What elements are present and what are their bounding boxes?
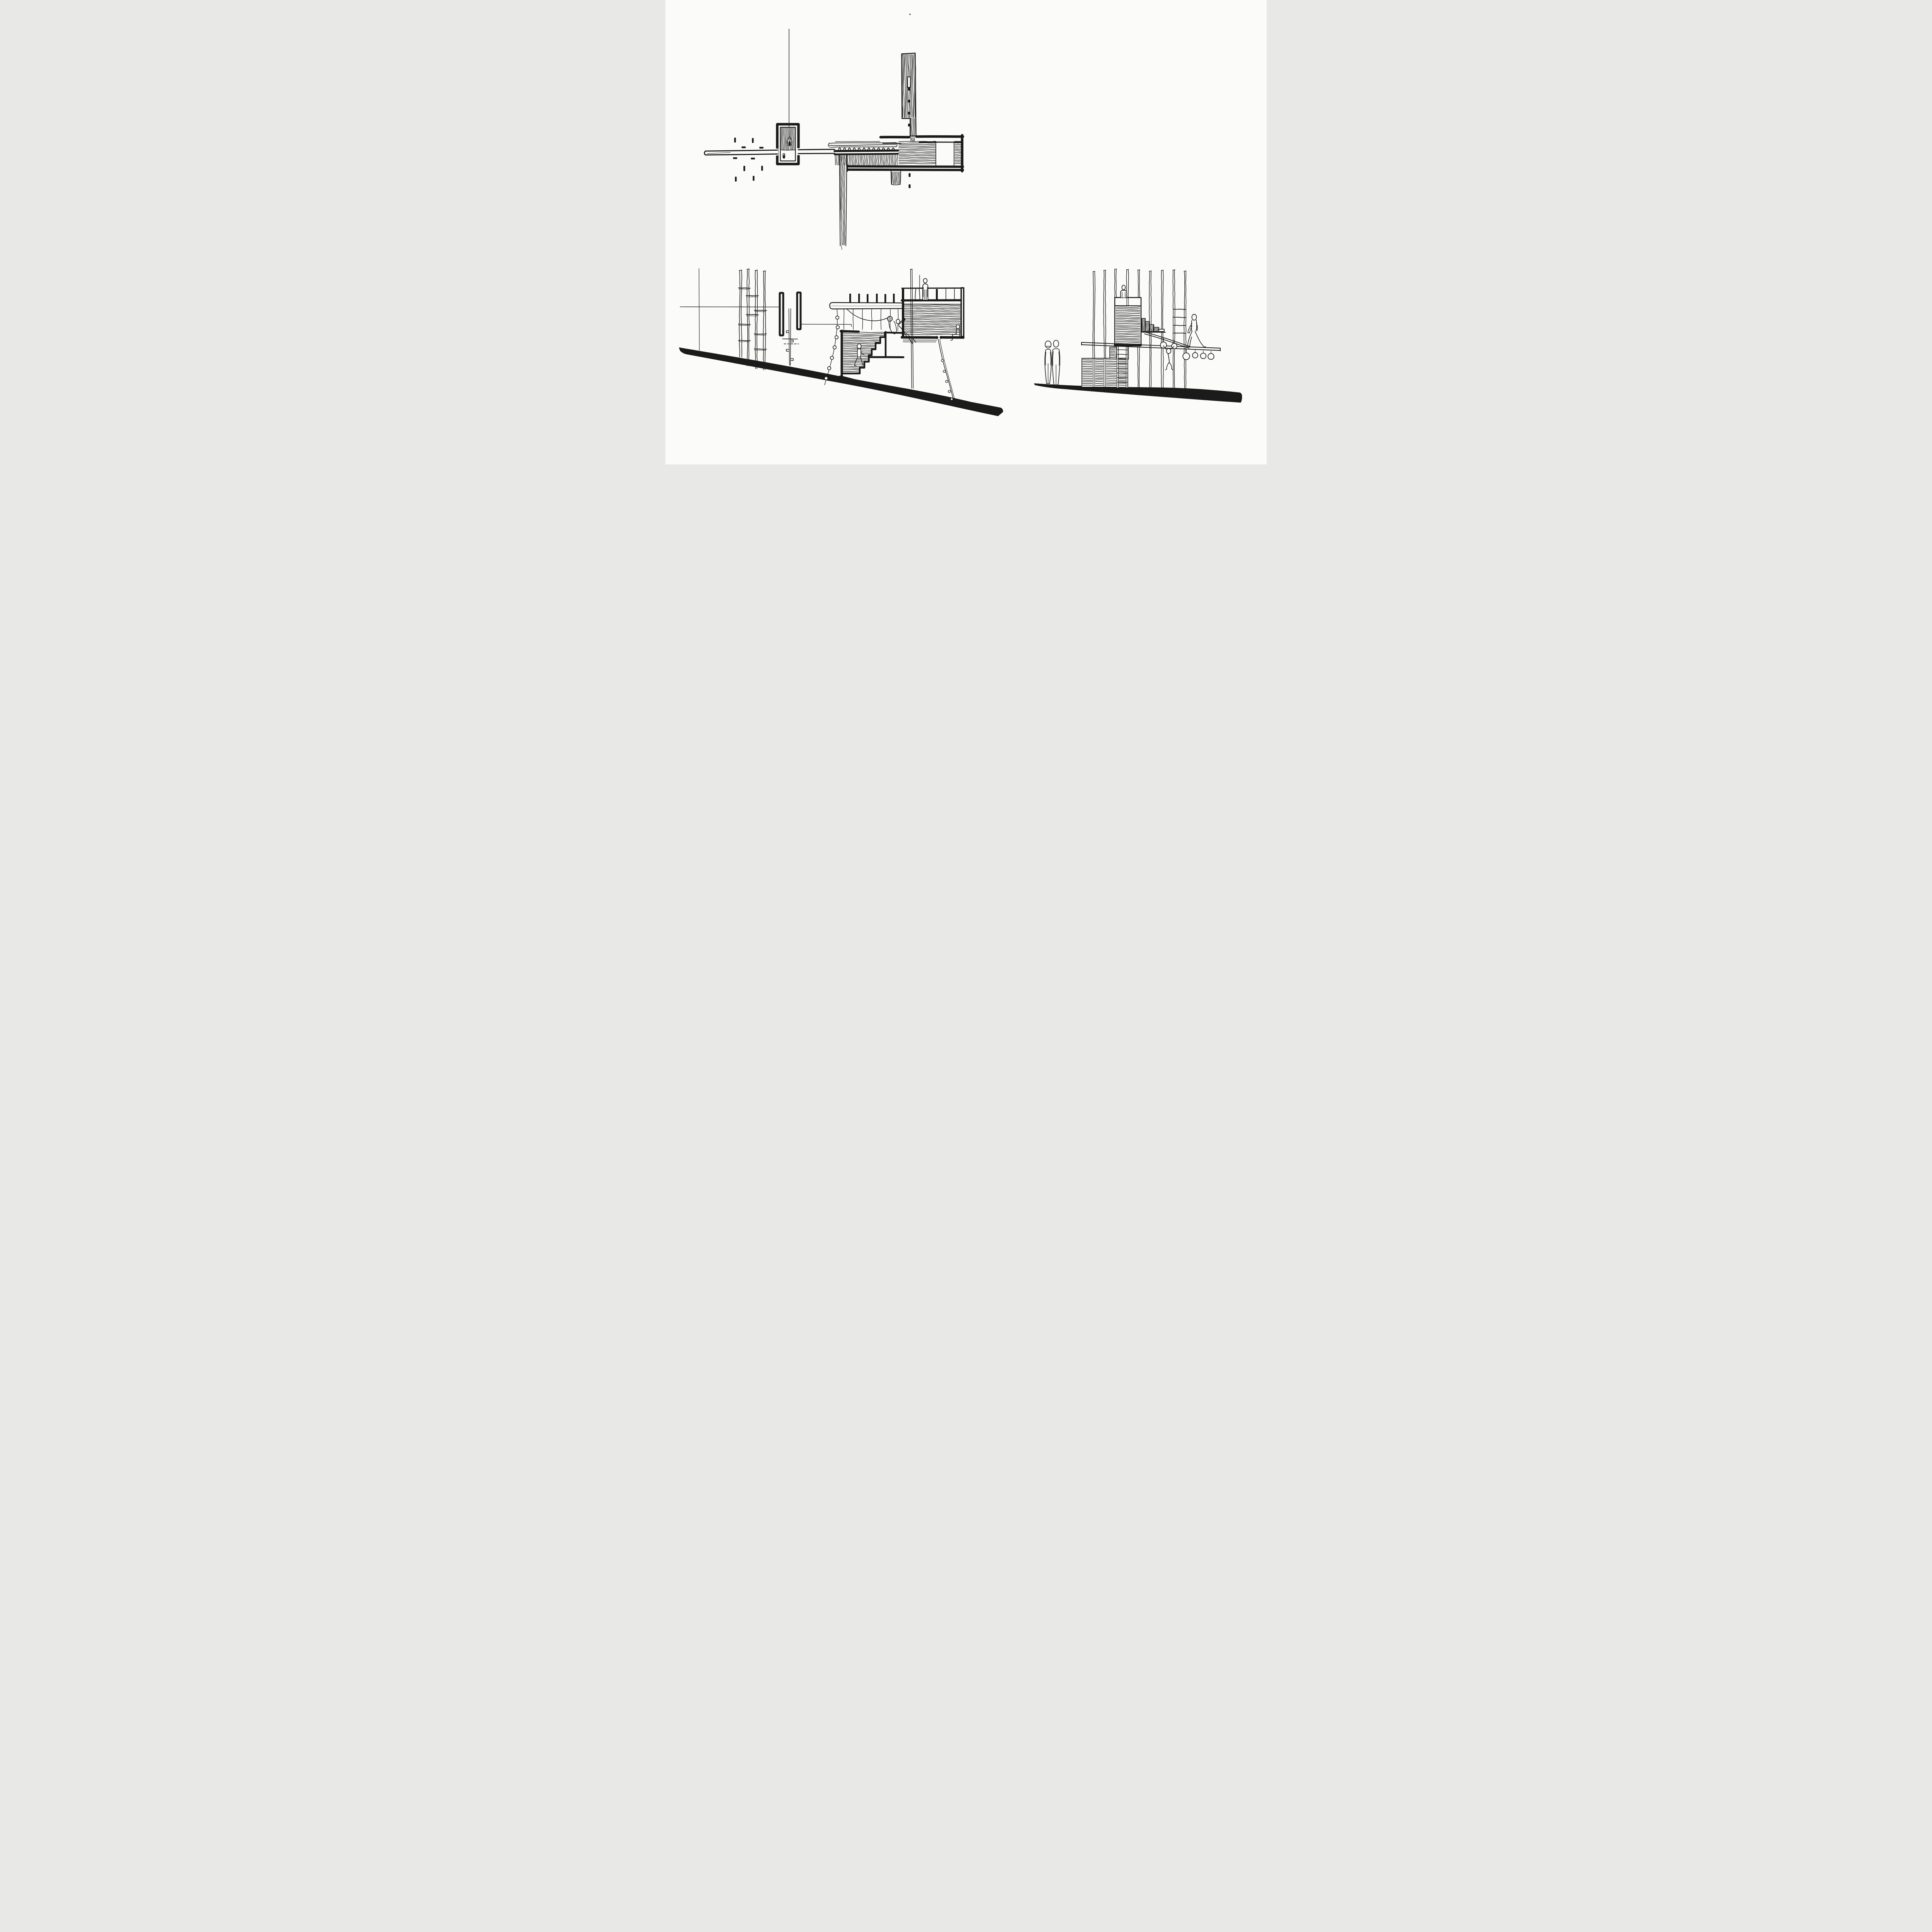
step-cascade	[1141, 318, 1166, 333]
tower-peg	[908, 88, 910, 91]
ramp-plank-top	[1144, 332, 1190, 347]
box-post-wavy	[915, 289, 916, 300]
ground-line	[679, 347, 1003, 416]
sketch-page	[665, 0, 1267, 464]
dark-plank-upright	[779, 292, 784, 337]
plan-box-outer-wall	[776, 123, 800, 165]
box-underside-grain	[903, 340, 937, 342]
footpath-end-detail	[707, 152, 731, 154]
beaded-strand	[824, 308, 840, 385]
tower-slot	[907, 77, 910, 87]
bridge-beam-top	[1081, 342, 1221, 349]
gym-ring-hatch	[888, 317, 892, 321]
pole-through-deck	[1126, 297, 1129, 306]
water-line-segment	[801, 324, 852, 327]
cleat-pole	[786, 308, 794, 366]
plan-drop-strip-long	[839, 154, 847, 250]
box-notch	[937, 336, 941, 339]
box-deck-floor	[901, 299, 964, 302]
architectural-sketch	[679, 14, 1242, 416]
dark-plank-upright	[796, 291, 802, 330]
footpath-bottom-line	[798, 153, 835, 154]
figure-walking-bridge	[1187, 314, 1206, 348]
stair-steps-upper	[868, 332, 886, 357]
room-floor-grain	[954, 141, 961, 164]
tower-peg	[908, 100, 910, 103]
box-bottom-ledge	[939, 336, 965, 339]
pole-ladder-rungs	[1173, 309, 1186, 334]
figure-climbing-box	[896, 319, 916, 344]
footpath-end-cap	[704, 150, 706, 156]
tower-peg	[908, 124, 910, 127]
plan-room	[846, 134, 964, 173]
figure-on-tower	[1120, 285, 1127, 298]
swing-rope	[847, 309, 888, 321]
hanging-balls	[1160, 338, 1214, 360]
tower-grain	[1116, 306, 1140, 344]
figure-walking-stairs	[854, 343, 865, 366]
stair-steps-lower	[841, 357, 870, 374]
tall-pole	[910, 269, 914, 389]
tower-foot-grain	[910, 137, 915, 142]
footpath-top-line	[705, 150, 778, 152]
tower-base-ladder	[1116, 346, 1128, 388]
box-post	[936, 289, 938, 299]
wall-gap	[775, 148, 778, 156]
long-section-drawing	[679, 268, 1003, 416]
figure-seated-box	[950, 324, 960, 341]
wall-gap	[797, 148, 801, 155]
box-bottom-wall	[900, 336, 939, 339]
beam-hanger-rods	[844, 308, 899, 331]
beam-posts	[849, 294, 895, 303]
grip-knob	[903, 318, 905, 321]
plan-box-marker-dot	[783, 155, 785, 158]
stair-outer-bottom	[839, 376, 862, 383]
low-box-upper-patch	[1109, 347, 1116, 359]
plan-dash	[908, 184, 911, 188]
room-floor-grain	[898, 141, 936, 164]
box-right-wall	[960, 287, 964, 337]
ink-speck	[909, 14, 911, 15]
tower-slot-outline	[907, 77, 911, 88]
box-post-wavy	[919, 289, 920, 300]
figure-climbing-bridge	[1163, 345, 1175, 371]
plan-box-deck-grain	[781, 128, 794, 150]
bridge-beam-bottom	[1081, 344, 1221, 351]
deck-hook-row	[838, 148, 895, 151]
tower-peg	[908, 112, 910, 115]
beam-end-caps	[1081, 342, 1221, 351]
section-tower	[1114, 285, 1142, 347]
box-left-post	[902, 288, 904, 337]
deck-bottom-rail	[833, 153, 899, 155]
box-top-rail	[901, 287, 964, 289]
plan-box-inner-wall	[780, 127, 796, 162]
figure-pair-standing	[1044, 340, 1060, 385]
stair-top-edge	[840, 330, 860, 333]
box-grain	[904, 304, 961, 335]
footpath-bottom-line	[705, 153, 778, 156]
plan-dash-field	[733, 138, 764, 182]
stair-structure	[839, 330, 905, 383]
plan-plank-tower	[901, 53, 917, 137]
plan-drop-strip-short	[891, 171, 901, 185]
cross-section-drawing	[1034, 269, 1242, 403]
low-timber-box	[1082, 358, 1128, 387]
pole-rungs	[738, 287, 767, 350]
plan-box-marker	[782, 153, 785, 159]
figure-standing-deck	[922, 278, 929, 300]
climbing-poles	[739, 269, 766, 370]
loose-plank-band	[828, 141, 898, 148]
ground-line	[1034, 383, 1242, 403]
raised-box	[900, 287, 965, 342]
knotted-rope	[938, 339, 955, 401]
site-plan-drawing	[704, 14, 964, 250]
plan-dash	[908, 173, 911, 177]
